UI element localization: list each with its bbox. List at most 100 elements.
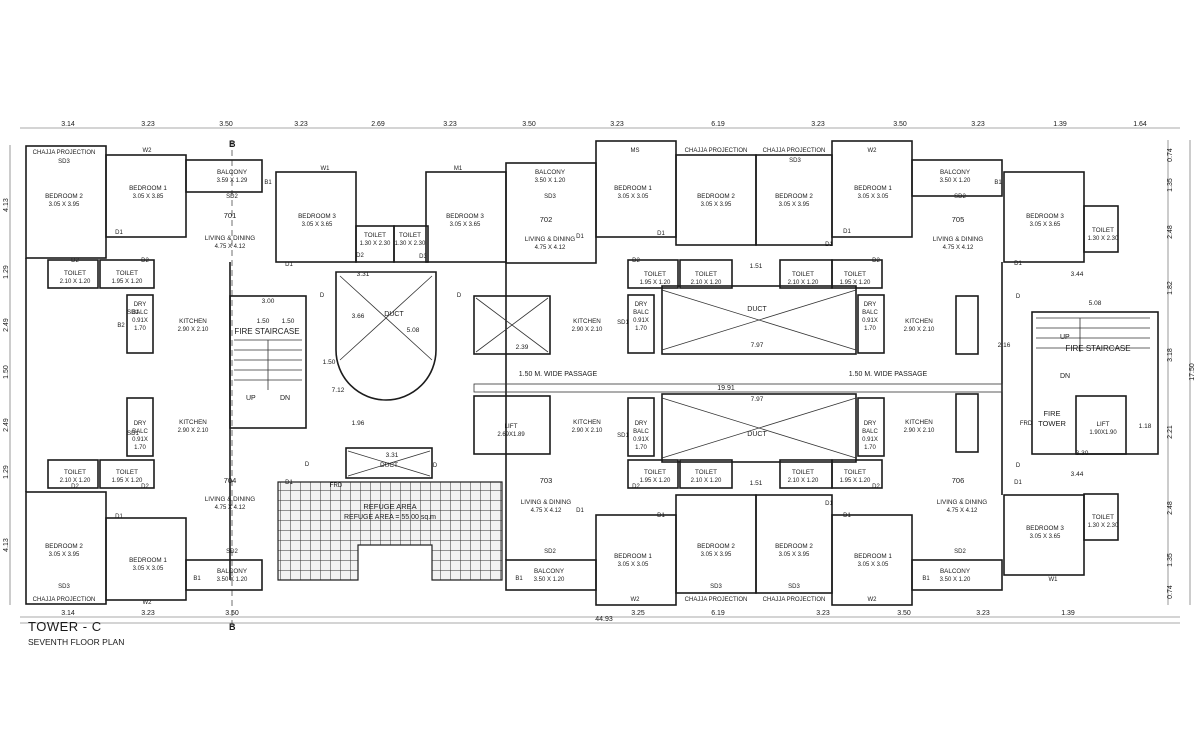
right-dimension: 2.48 (1167, 225, 1174, 239)
room-name: TOILET (792, 271, 814, 278)
room-name: BALCONY (217, 568, 248, 575)
duct-label: DUCT (384, 311, 404, 318)
room-name: TOILET (844, 271, 866, 278)
door-tag: D1 (825, 501, 833, 507)
room-name: KITCHEN (905, 318, 933, 325)
door-tag: D2 (872, 484, 880, 490)
right-dimension: 3.18 (1167, 348, 1174, 362)
left-dimension: 4.13 (3, 538, 10, 552)
window-tag: B1 (515, 576, 523, 582)
left-dimension: 2.49 (3, 418, 10, 432)
refuge-area-note: REFUGE AREA = 55.00 sq.m (344, 514, 436, 521)
dry-balcony-label: 1.70 (635, 445, 647, 451)
window-tag: W2 (868, 597, 878, 603)
dimension-label: 3.31 (357, 271, 370, 278)
room-name: BEDROOM 3 (1026, 213, 1064, 220)
room-name: BEDROOM 2 (697, 193, 735, 200)
room-name: TOILET (644, 271, 666, 278)
room-size: 1.30 X 2.30 (395, 241, 426, 247)
room-size: 3.05 X 3.05 (133, 566, 164, 572)
room-size: 3.05 X 3.95 (49, 202, 80, 208)
window-tag: W2 (631, 597, 641, 603)
room-name: LIVING & DINING (205, 235, 255, 242)
window-tag: W1 (321, 166, 331, 172)
room-name: BALCONY (535, 169, 566, 176)
top-dimension: 3.50 (522, 121, 536, 128)
central-duct (335, 271, 437, 401)
room-name: BALCONY (534, 568, 565, 575)
dimension-label: 2.16 (998, 342, 1011, 349)
fire-staircase-steps (234, 317, 1150, 390)
door-tag: D2 (141, 484, 149, 490)
room-size: 3.05 X 3.65 (450, 222, 481, 228)
room-size: 3.50 X 1.20 (534, 577, 565, 583)
door-tag: FRD (1020, 421, 1033, 427)
room-size: 2.90 X 2.10 (904, 428, 935, 434)
passage (473, 383, 1003, 393)
window-tag: W2 (868, 148, 878, 154)
room-name: KITCHEN (179, 318, 207, 325)
door-tag: D2 (872, 258, 880, 264)
window-tag: SD2 (226, 194, 238, 200)
dimension-labels: 3.313.665.081.507.121.963.317.977.972.16… (3, 121, 1174, 617)
room-size: 3.05 X 3.05 (618, 562, 649, 568)
room-size: 3.05 X 3.95 (779, 202, 810, 208)
dimension-label: 1.50 (323, 359, 336, 366)
room-name: BEDROOM 1 (614, 553, 652, 560)
bottom-dimension: 3.50 (225, 610, 239, 617)
room-size: 3.50 X 1.20 (535, 178, 566, 184)
dry-balcony-label: DRY (864, 302, 877, 308)
room-name: BALCONY (940, 169, 971, 176)
room-size: 3.50 X 1.20 (217, 577, 248, 583)
room-name: BEDROOM 3 (446, 213, 484, 220)
window-tag: SD3 (58, 159, 70, 165)
room-name: TOILET (64, 469, 86, 476)
room-name: TOILET (364, 232, 386, 239)
dry-balcony-label: BALC (132, 310, 148, 316)
left-dimension: 4.13 (3, 198, 10, 212)
duct-label-4: DUCT (380, 462, 398, 469)
dry-balcony-label: DRY (635, 421, 648, 427)
refuge-area[interactable] (277, 481, 503, 581)
window-tag: B1 (193, 576, 201, 582)
room-name: BEDROOM 3 (1026, 525, 1064, 532)
door-tag: D1 (825, 242, 833, 248)
top-dimension: 3.50 (219, 121, 233, 128)
room-size: 3.05 X 3.05 (858, 194, 889, 200)
chajja-label-6: CHAJJA PROJECTION (763, 597, 826, 603)
room-size: 1.95 X 1.20 (640, 280, 671, 286)
room-size: 4.75 X 4.12 (531, 508, 562, 514)
dry-balcony-label: BALC (862, 429, 878, 435)
room-size: 4.75 X 4.12 (215, 505, 246, 511)
room-name: LIVING & DINING (937, 499, 987, 506)
window-tag: SD3 (789, 158, 801, 164)
unit-number: 704 (224, 476, 237, 485)
door-tag: D (457, 293, 462, 299)
window-tag: SD2 (544, 549, 556, 555)
bottom-dimension: 3.14 (61, 610, 75, 617)
dry-balcony-label: DRY (134, 421, 147, 427)
door-tag: D1 (843, 513, 851, 519)
door-tag: D1 (115, 230, 123, 236)
chajja-label-4: CHAJJA PROJECTION (33, 597, 96, 603)
fire-staircase-label-2: FIRE STAIRCASE (1065, 344, 1130, 353)
room-name: LIVING & DINING (933, 236, 983, 243)
chajja-label-2: CHAJJA PROJECTION (685, 148, 748, 154)
room-name: TOILET (695, 271, 717, 278)
room-name: BALCONY (940, 568, 971, 575)
up-label: UP (246, 395, 256, 402)
unit-number: 706 (952, 476, 965, 485)
dimension-label: 3.44 (1071, 271, 1084, 278)
room-size: 3.05 X 3.85 (133, 194, 164, 200)
dimension-label: 3.44 (1071, 471, 1084, 478)
room-size: 2.90 X 2.10 (904, 327, 935, 333)
window-tag: SD3 (58, 584, 70, 590)
dimension-label: 1.96 (352, 420, 365, 427)
room-name: BEDROOM 2 (45, 543, 83, 550)
passage-length: 19.91 (717, 385, 735, 392)
room-name: BEDROOM 1 (854, 185, 892, 192)
room-name: KITCHEN (573, 318, 601, 325)
door-tag: D1 (115, 514, 123, 520)
duct-label-3: DUCT (747, 431, 767, 438)
room-name: LIVING & DINING (525, 236, 575, 243)
